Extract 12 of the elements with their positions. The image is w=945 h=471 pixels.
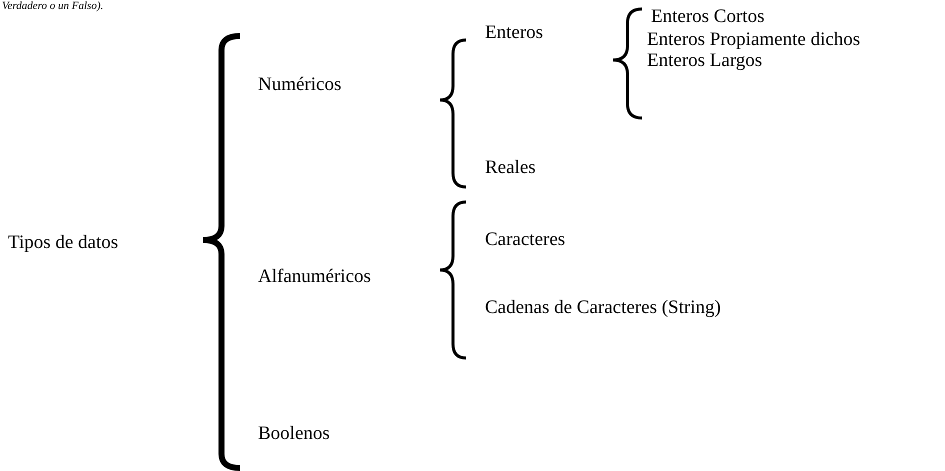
category-label: Enteros Largos	[647, 50, 762, 72]
category-label: Cadenas de Caracteres (String)	[485, 297, 721, 319]
category-label: Reales	[485, 157, 536, 179]
category-label: Alfanuméricos	[258, 266, 371, 288]
category-label: Boolenos	[258, 423, 330, 445]
category-label: Tipos de datos	[8, 232, 118, 254]
category-label: Enteros Propiamente dichos	[647, 29, 860, 51]
category-label: Enteros Cortos	[651, 6, 764, 28]
category-label: Enteros	[485, 22, 544, 44]
note-text: Verdadero o un Falso).	[2, 0, 104, 13]
category-label: Numéricos	[258, 74, 342, 96]
category-label: Caracteres	[485, 229, 566, 251]
